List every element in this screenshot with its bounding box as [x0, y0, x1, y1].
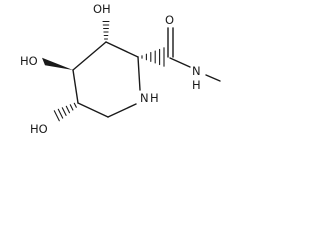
hydroxyl-label-left: HO: [20, 54, 38, 68]
ring-nitrogen-label: N: [140, 91, 149, 105]
ring-hydrogen-label: H: [150, 91, 159, 105]
bond-carbonyl-n: [169, 57, 191, 68]
bond-c4-c3: [72, 41, 107, 71]
amide-hydrogen-label: H: [192, 78, 201, 92]
bond-c6-c5: [77, 102, 109, 118]
bond-n-methyl: [205, 74, 221, 82]
wedge-bond-c4-oh: [42, 57, 73, 70]
bond-c5-c4: [72, 69, 79, 104]
hash-bond-c3-oh: [102, 20, 110, 40]
molecular-structure: OH HO HO O N H N H: [20, 2, 221, 136]
hash-bond-c2-carbonyl: [141, 47, 165, 67]
carbonyl-oxygen-label: O: [165, 13, 174, 27]
bond-n1-c6: [107, 103, 137, 118]
hydroxyl-label-bottom: HO: [30, 122, 48, 136]
amide-nitrogen-label: N: [192, 64, 201, 78]
bond-c3-c2: [105, 41, 139, 58]
hash-bond-c5-oh: [53, 102, 77, 122]
hydroxyl-label-top: OH: [93, 2, 111, 16]
bond-c2-n1: [137, 56, 141, 91]
